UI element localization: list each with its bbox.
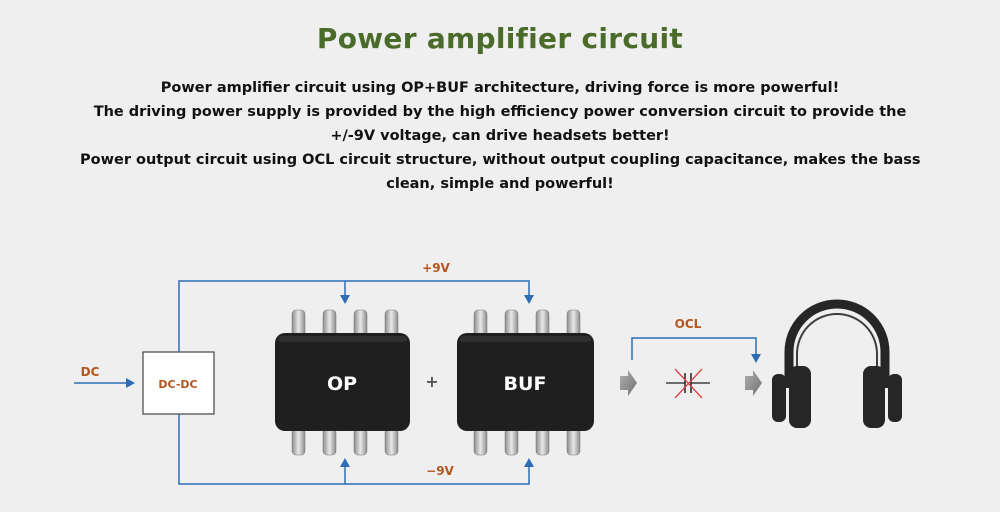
ocl-arrowhead xyxy=(751,354,761,363)
positive-rail-label: +9V xyxy=(422,261,450,275)
buf-label: BUF xyxy=(504,373,547,395)
description: Power amplifier circuit using OP+BUF arc… xyxy=(80,76,921,196)
op-top-arrowhead xyxy=(340,295,350,304)
description-line-5: clean, simple and powerful! xyxy=(386,176,614,192)
description-line-4: Power output circuit using OCL circuit s… xyxy=(80,152,921,168)
gray-arrow-icon xyxy=(745,370,762,396)
dc-label: DC xyxy=(81,365,100,379)
negative-rail-label: −9V xyxy=(426,464,454,478)
description-line-1: Power amplifier circuit using OP+BUF arc… xyxy=(160,80,840,96)
ocl-label: OCL xyxy=(675,317,702,331)
buf-top-arrowhead xyxy=(524,295,534,304)
negative-rail-wire xyxy=(178,414,530,485)
description-line-3: +/-9V voltage, can drive headsets better… xyxy=(330,128,670,144)
dcdc-label: DC-DC xyxy=(158,378,197,391)
buf-bottom-arrowhead xyxy=(524,458,534,467)
page-title: Power amplifier circuit xyxy=(316,22,684,55)
dc-input-arrowhead xyxy=(126,378,135,388)
capacitor-crossed-icon xyxy=(666,368,710,399)
gray-arrow-icon xyxy=(620,370,637,396)
op-label: OP xyxy=(327,373,357,395)
buf-chip-icon xyxy=(457,309,594,456)
description-line-2: The driving power supply is provided by … xyxy=(93,104,907,120)
plus-sign: + xyxy=(425,372,438,391)
headphones-icon xyxy=(772,299,902,428)
ocl-bypass-wire xyxy=(631,337,757,360)
op-chip-icon xyxy=(275,309,410,456)
op-bottom-arrowhead xyxy=(340,458,350,467)
